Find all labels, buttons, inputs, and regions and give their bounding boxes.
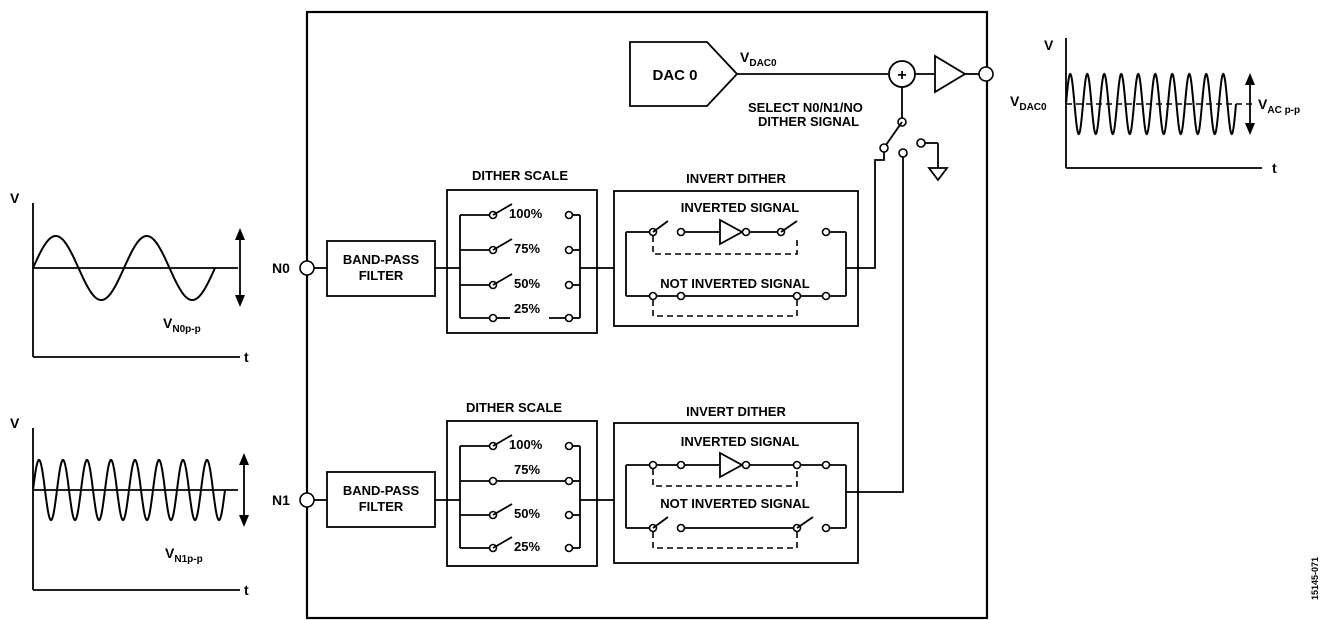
n1-scale-row-50: 50% (460, 503, 580, 521)
out-wave-offset: VDAC0 (1010, 93, 1047, 113)
n1-scale-row-25: 25% (460, 536, 580, 554)
n1-scale-row-100: 100% (460, 434, 580, 452)
n0-pin-label: N0 (272, 260, 290, 276)
n0-wave-amplitude: VN0p-p (163, 315, 201, 335)
n1-filter-line2: FILTER (359, 499, 404, 514)
vdac0-label: VDAC0 (740, 49, 777, 69)
adder-node: + (888, 60, 916, 88)
n0-filter-line2: FILTER (359, 268, 404, 283)
out-wave-axis-t: t (1272, 160, 1277, 176)
svg-text:25%: 25% (514, 539, 540, 554)
output-buffer (934, 54, 967, 94)
n0-scale-row-75: 75% (460, 238, 580, 256)
n1-pin (299, 492, 315, 508)
n1-inverter (719, 451, 744, 479)
n1-wave-axis-v: V (10, 415, 20, 431)
select-label-line1: SELECT N0/N1/NO (748, 100, 863, 115)
n1-not-inverted-label: NOT INVERTED SIGNAL (660, 496, 810, 511)
n0-not-inverted-label: NOT INVERTED SIGNAL (660, 276, 810, 291)
n1-wave-axis-t: t (244, 582, 249, 598)
n0-wave-axis-v: V (10, 190, 20, 206)
n0-waveform-plot: V t VN0p-p (10, 190, 249, 365)
svg-text:50%: 50% (514, 506, 540, 521)
n0-filter-line1: BAND-PASS (343, 252, 420, 267)
chip-boundary (305, 10, 989, 620)
dac-block: DAC 0 (629, 41, 739, 107)
n1-invert-title: INVERT DITHER (686, 404, 786, 419)
n0-pin (299, 260, 315, 276)
svg-text:100%: 100% (509, 206, 543, 221)
out-wave-amplitude: VAC p-p (1258, 96, 1300, 116)
n1-pin-label: N1 (272, 492, 290, 508)
n1-waveform-plot: V t VN1p-p (10, 415, 249, 598)
out-wave-axis-v: V (1044, 37, 1054, 53)
dac-label: DAC 0 (652, 67, 697, 84)
ground-symbol (927, 167, 949, 182)
svg-text:75%: 75% (514, 462, 540, 477)
svg-text:50%: 50% (514, 276, 540, 291)
n0-inverter (719, 218, 744, 246)
n1-dither-scale-box (446, 420, 598, 567)
n0-sine-wave (32, 234, 216, 302)
output-waveform-plot: V t VDAC0 VAC p-p (1010, 37, 1300, 176)
n1-scale-row-75: 75% (460, 462, 580, 486)
n0-scale-title: DITHER SCALE (472, 168, 568, 183)
adder-symbol: + (897, 67, 906, 84)
n0-wave-axis-t: t (244, 349, 249, 365)
select-switch (879, 87, 949, 182)
n0-dither-scale-box (446, 189, 598, 334)
n0-invert-dither-box (613, 190, 859, 327)
figure-id: 15145-071 (1310, 557, 1320, 600)
n0-scale-row-100: 100% (460, 203, 580, 221)
output-pin (978, 66, 994, 82)
output-sine-wave (1065, 72, 1237, 136)
n0-invert-title: INVERT DITHER (686, 171, 786, 186)
n1-wave-amplitude: VN1p-p (165, 545, 203, 565)
select-label-line2: DITHER SIGNAL (758, 114, 859, 129)
svg-text:25%: 25% (514, 301, 540, 316)
n1-filter-line1: BAND-PASS (343, 483, 420, 498)
n1-sine-wave (32, 459, 226, 521)
n0-inverted-label: INVERTED SIGNAL (681, 200, 800, 215)
svg-text:100%: 100% (509, 437, 543, 452)
n1-invert-dither-box (613, 422, 859, 564)
n0-scale-row-25: 25% (460, 301, 580, 323)
svg-text:75%: 75% (514, 241, 540, 256)
n1-inverted-label: INVERTED SIGNAL (681, 434, 800, 449)
n1-scale-title: DITHER SCALE (466, 400, 562, 415)
n0-scale-row-50: 50% (460, 273, 580, 291)
